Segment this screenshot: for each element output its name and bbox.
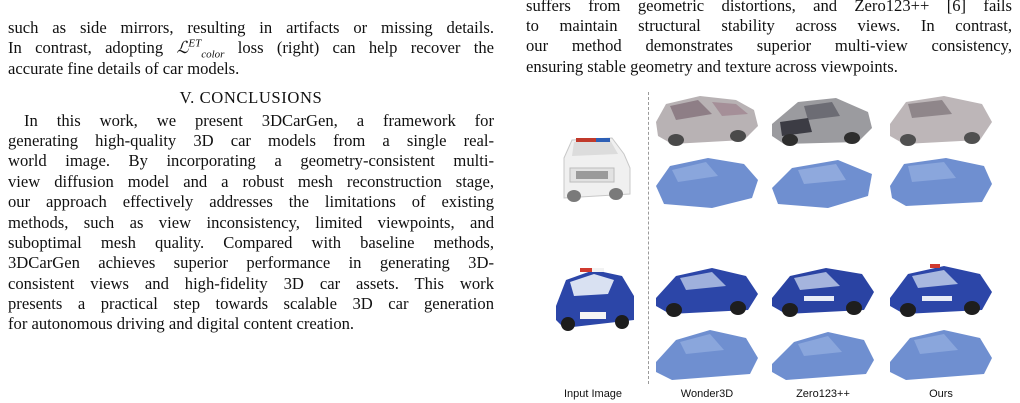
wonder3d-truck-textured — [656, 96, 758, 146]
paragraph-line: ensuring stable geometry and texture acr… — [526, 56, 898, 76]
zero123-police-mesh — [772, 332, 874, 380]
paragraph-line: generating high-quality 3D car models fr… — [8, 130, 494, 150]
caption-ours: Ours — [929, 388, 953, 400]
paragraph-line: to maintain structural stability across … — [526, 16, 1012, 35]
comparison-figure: Input Image Wonder3D Zero123++ Ours — [536, 92, 1012, 403]
paragraph-line: suboptimal mesh quality. Compared with b… — [8, 232, 494, 252]
input-image-police-car — [556, 268, 634, 331]
loss-symbol: ℒETcolor — [176, 38, 225, 59]
paragraph-line: our approach effectively addresses the l… — [8, 192, 494, 212]
cut-off-line: suffers from geometric distortions, and … — [526, 0, 1012, 15]
figure-divider — [648, 92, 649, 384]
caption-input-image: Input Image — [563, 388, 623, 400]
conclusion-paragraph: In this work, we present 3DCarGen, a fra… — [8, 111, 494, 335]
ours-police-textured — [890, 264, 992, 317]
wonder3d-truck-mesh — [656, 158, 758, 208]
paragraph-line: for autonomous driving and digital conte… — [8, 314, 355, 334]
caption-wonder3d: Wonder3D — [680, 388, 734, 400]
input-image-truck — [563, 137, 631, 202]
ours-truck-mesh — [890, 158, 992, 206]
paragraph-line: such as side mirrors, resulting in artif… — [8, 18, 494, 37]
caption-zero123: Zero123++ — [796, 388, 850, 400]
paragraph-line: In this work, we present 3DCarGen, a fra… — [24, 110, 494, 130]
paragraph-line: our method demonstrates superior multi-v… — [526, 36, 1012, 56]
ours-truck-textured — [890, 96, 992, 146]
wonder3d-police-mesh — [656, 330, 758, 380]
section-heading: V. CONCLUSIONS — [179, 88, 323, 108]
paragraph-line: presents a practical step towards scalab… — [8, 294, 494, 314]
zero123-police-textured — [772, 268, 874, 317]
paragraph-line: view diffusion model and a robust mesh r… — [8, 171, 494, 191]
paragraph-line: world image. By incorporating a geometry… — [8, 151, 494, 171]
paragraph-line: 3DCarGen achieves superior performance i… — [8, 253, 494, 273]
left-column: such as side mirrors, resulting in artif… — [8, 0, 494, 335]
paragraph-line: consistent views and high-fidelity 3D ca… — [8, 273, 494, 293]
ours-police-mesh — [890, 330, 992, 380]
zero123-truck-textured — [772, 98, 872, 146]
paragraph-line: accurate fine details of car models. — [8, 58, 240, 78]
right-column: suffers from geometric distortions, and … — [526, 0, 1012, 77]
wonder3d-police-textured — [656, 268, 758, 317]
paragraph-line: methods, such as view inconsistency, lim… — [8, 212, 494, 232]
zero123-truck-mesh — [772, 160, 872, 208]
paragraph-line-with-math: In contrast, adopting ℒETcolor loss (rig… — [8, 38, 494, 59]
